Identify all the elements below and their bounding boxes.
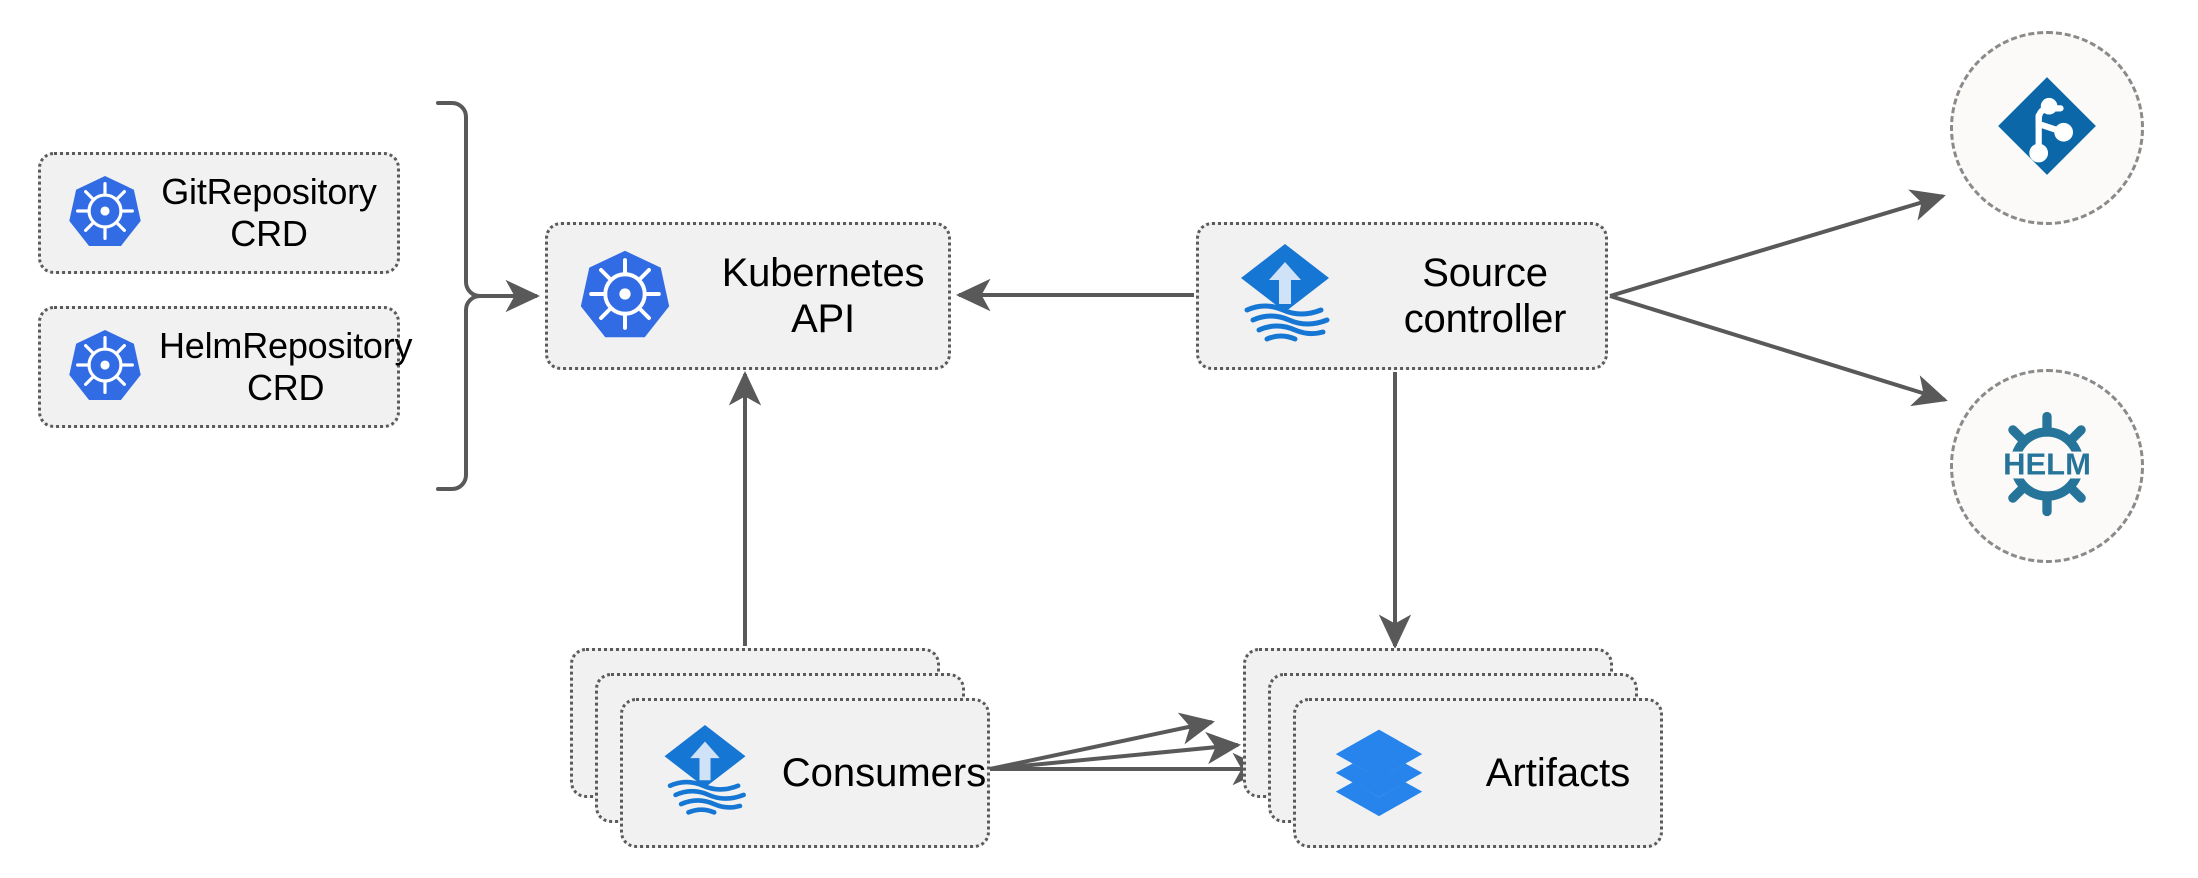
node-consumers[interactable]: Consumers — [570, 648, 990, 848]
crd-bracket — [436, 101, 482, 491]
node-label: Artifacts — [1485, 750, 1631, 795]
node-kubernetes-api[interactable]: Kubernetes API — [545, 222, 951, 370]
edge-source-controller-to-git — [1609, 189, 1946, 298]
helm-icon: HELM — [1985, 402, 2109, 531]
edge-consumers-to-artifacts-2 — [989, 731, 1241, 771]
artifacts-card-front[interactable]: Artifacts — [1293, 698, 1663, 848]
kubernetes-icon — [578, 247, 672, 346]
node-git-source[interactable] — [1950, 31, 2144, 225]
helm-wordmark: HELM — [2003, 446, 2091, 481]
node-label: Consumers — [781, 750, 987, 795]
node-label: Source controller — [1403, 250, 1567, 341]
node-label: HelmRepository CRD — [159, 325, 413, 408]
node-label: Kubernetes API — [721, 250, 925, 341]
node-source-controller[interactable]: Source controller — [1196, 222, 1608, 370]
flux-icon — [1235, 240, 1335, 353]
flux-icon — [659, 721, 751, 826]
node-helm-source[interactable]: HELM — [1950, 369, 2144, 563]
git-icon — [1995, 74, 2099, 183]
node-label: GitRepository CRD — [161, 171, 377, 254]
consumers-card-front[interactable]: Consumers — [620, 698, 990, 848]
edge-consumers-to-artifacts-1 — [989, 712, 1215, 771]
node-helm-repository-crd[interactable]: HelmRepository CRD — [38, 306, 412, 428]
node-artifacts[interactable]: Artifacts — [1243, 648, 1663, 848]
kubernetes-icon — [67, 327, 143, 408]
node-git-repository-crd[interactable]: GitRepository CRD — [38, 152, 400, 274]
edge-source-controller-to-helm — [1609, 294, 1948, 407]
kubernetes-icon — [67, 173, 143, 254]
artifacts-icon — [1332, 724, 1426, 823]
